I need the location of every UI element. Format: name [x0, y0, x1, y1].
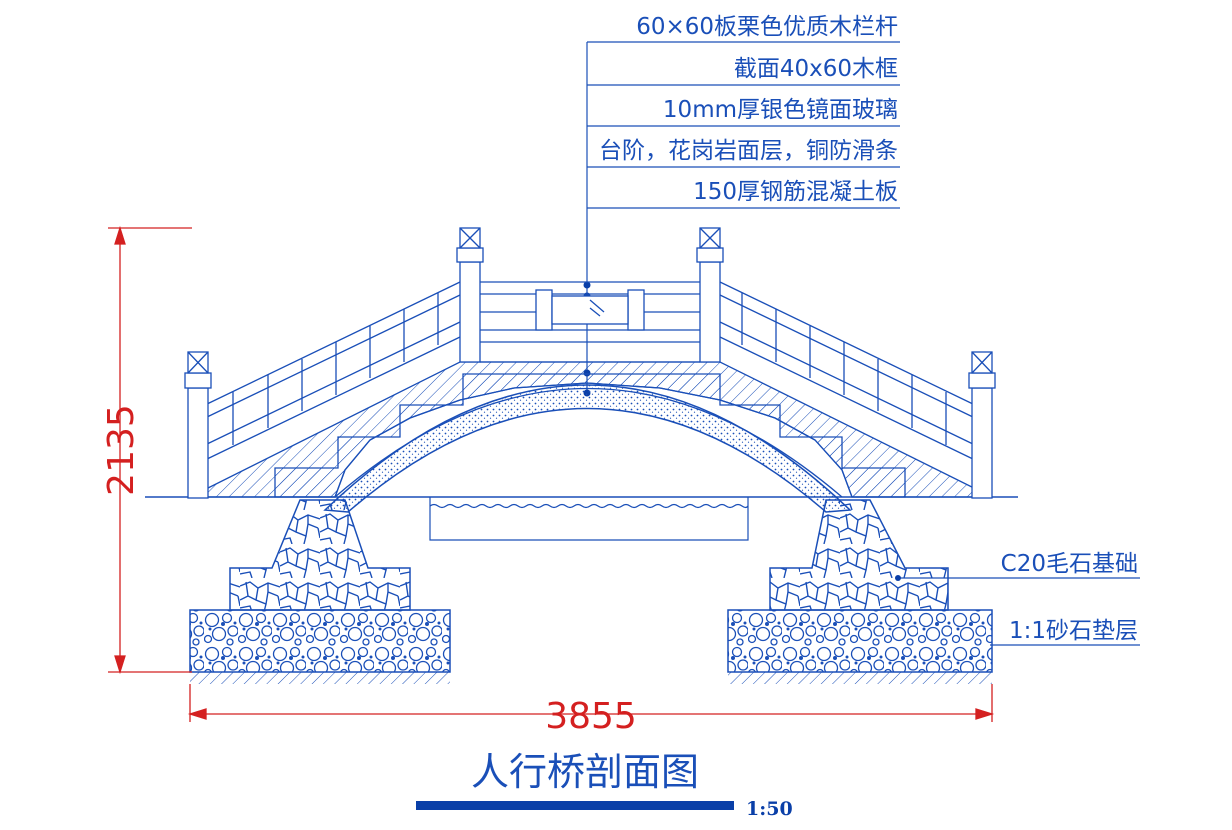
callout-tree-top: [586, 41, 900, 395]
callout-label-steps: 台阶，花岗岩面层，铜防滑条: [599, 138, 898, 164]
callout-label-railing: 60×60板栗色优质木栏杆: [636, 14, 898, 40]
right-gravel-cushion: [727, 609, 993, 673]
left-rubble-foundation: [229, 499, 411, 611]
callout-label-wood-frame: 截面40x60木框: [734, 56, 898, 82]
drawing-title: 人行桥剖面图: [471, 750, 699, 794]
callout-label-foundation: C20毛石基础: [1001, 551, 1138, 577]
dimension-height-label: 2135: [101, 404, 142, 496]
right-base-soil: [728, 672, 992, 684]
left-gravel-cushion: [189, 609, 451, 673]
callout-dot-foundation: [895, 575, 901, 581]
callout-label-glass: 10mm厚银色镜面玻璃: [663, 97, 898, 123]
dimension-lines: [108, 225, 995, 722]
callout-lines-right: [898, 577, 1140, 646]
callout-label-slab: 150厚钢筋混凝土板: [693, 179, 898, 205]
drawing-scale: 1:50: [746, 798, 793, 820]
railings: [204, 281, 976, 461]
left-base-soil: [190, 672, 450, 684]
dimension-width-label: 3855: [545, 696, 637, 737]
callout-label-gravel: 1:1砂石垫层: [1009, 618, 1138, 644]
right-rubble-foundation: [769, 499, 949, 611]
water-channel: [429, 497, 749, 541]
stair-steps: [274, 373, 906, 498]
posts: [184, 227, 996, 499]
title-underline-bar: [416, 801, 734, 810]
